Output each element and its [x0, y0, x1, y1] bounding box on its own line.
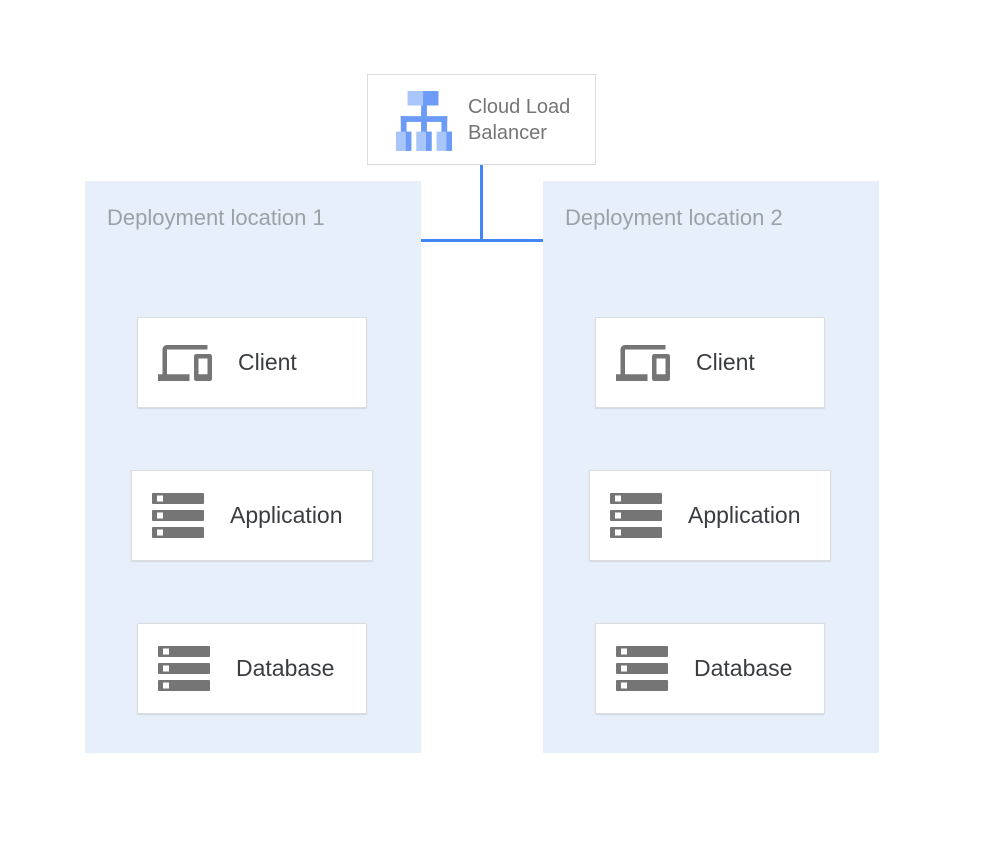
node-client-1: Client	[137, 317, 367, 408]
server-stack-icon	[152, 492, 204, 539]
server-stack-icon	[616, 645, 668, 692]
server-stack-icon	[158, 645, 210, 692]
node-cloud-load-balancer: Cloud Load Balancer	[367, 74, 596, 165]
node-application-2: Application	[589, 470, 831, 561]
node-label: Database	[236, 655, 335, 681]
zone-1-label: Deployment location 1	[107, 205, 325, 230]
node-client-2: Client	[595, 317, 825, 408]
server-stack-icon	[610, 492, 662, 539]
node-label: Application	[230, 502, 343, 528]
node-label: Database	[694, 655, 793, 681]
node-application-1: Application	[131, 470, 373, 561]
node-database-2: Database	[595, 623, 825, 714]
node-label: Client	[696, 349, 755, 375]
node-database-1: Database	[137, 623, 367, 714]
cloud-load-balancer-icon	[395, 89, 453, 151]
zone-deployment-location-2: Deployment location 2 Client	[543, 181, 879, 753]
zone-deployment-location-1: Deployment location 1 Client	[85, 181, 421, 753]
devices-icon	[158, 336, 212, 390]
node-label: Client	[238, 349, 297, 375]
zone-2-label: Deployment location 2	[565, 205, 783, 230]
devices-icon	[616, 336, 670, 390]
load-balancer-label: Cloud Load Balancer	[468, 95, 571, 144]
node-label: Application	[688, 502, 801, 528]
